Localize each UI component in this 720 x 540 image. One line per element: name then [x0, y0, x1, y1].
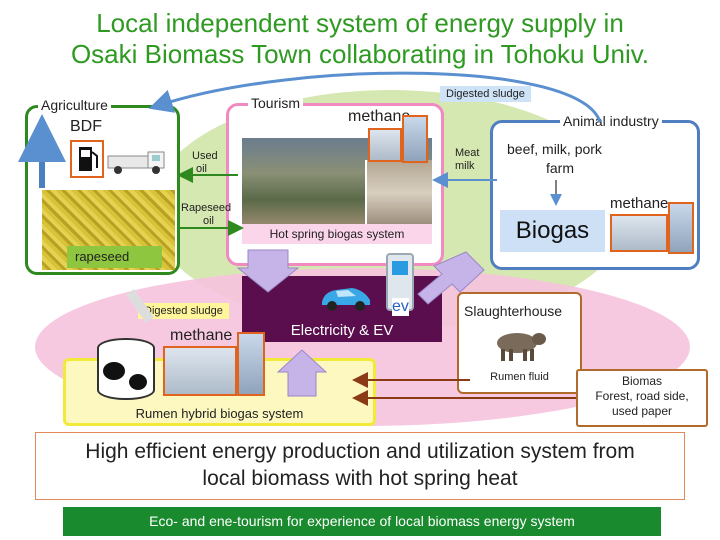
- biomas-line-1: Biomas: [621, 374, 662, 388]
- farm-line-2: farm: [546, 160, 574, 176]
- rapeseed-label: rapeseed: [67, 246, 162, 268]
- biogas-label: Biogas: [500, 210, 605, 252]
- title-line-1: Local independent system of energy suppl…: [96, 8, 624, 38]
- main-statement-line-2: local biomass with hot spring heat: [202, 467, 518, 490]
- fuel-pump-icon: [70, 140, 104, 178]
- rapeseed-oil-label-1: Rapeseed: [181, 202, 232, 214]
- animal-methane-plant-icon: [610, 214, 668, 252]
- main-statement-box: [35, 432, 685, 500]
- rumen-hybrid-label: Rumen hybrid biogas system: [135, 406, 304, 421]
- biomas-box: [576, 369, 708, 427]
- title-line-2: Osaki Biomass Town collaborating in Toho…: [70, 39, 650, 69]
- digested-sludge-left-tag: Digested sludge: [138, 303, 229, 319]
- biomas-line-2: Forest, road side,: [595, 389, 689, 403]
- rumen-methane-label: methane: [170, 327, 233, 344]
- used-oil-label-2: oil: [196, 163, 208, 175]
- hot-spring-biogas-label: Hot spring biogas system: [242, 224, 432, 244]
- eco-tourism-banner: Eco- and ene-tourism for experience of l…: [63, 507, 661, 536]
- animal-methane-label: methane: [610, 195, 669, 212]
- electricity-ev-label: Electricity & EV: [290, 322, 394, 339]
- digested-sludge-top-tag: Digested sludge: [440, 86, 531, 102]
- rumen-fluid-label: Rumen fluid: [490, 371, 549, 383]
- tourism-label: Tourism: [248, 95, 304, 111]
- meat-milk-label-2: milk: [455, 160, 475, 172]
- rumen-power-tower-icon: [237, 332, 265, 396]
- cow-pattern-tank-icon: [97, 338, 155, 400]
- tourism-methane-label: methane: [348, 108, 411, 125]
- ev-label: ev: [392, 298, 409, 316]
- biomas-line-3: used paper: [611, 404, 673, 418]
- rumen-methane-plant-icon: [163, 346, 237, 396]
- meat-milk-label-1: Meat: [455, 147, 480, 159]
- used-oil-label-1: Used: [192, 150, 218, 162]
- bdf-label: BDF: [70, 118, 102, 135]
- main-statement-line-1: High efficient energy production and uti…: [85, 440, 635, 463]
- tourism-methane-plant-icon: [368, 128, 402, 162]
- animal-power-tower-icon: [668, 202, 694, 254]
- cow-icon: [487, 325, 549, 365]
- hot-spring-bath-image: [365, 160, 432, 226]
- farm-line-1: beef, milk, pork: [507, 141, 602, 157]
- slaughterhouse-label: Slaughterhouse: [464, 303, 563, 319]
- animal-industry-label: Animal industry: [560, 113, 662, 129]
- truck-icon: [106, 148, 172, 176]
- ev-car-icon: [318, 282, 374, 312]
- tourism-power-tower-icon: [402, 115, 428, 163]
- agriculture-label: Agriculture: [38, 97, 111, 113]
- rapeseed-oil-label-2: oil: [203, 215, 215, 227]
